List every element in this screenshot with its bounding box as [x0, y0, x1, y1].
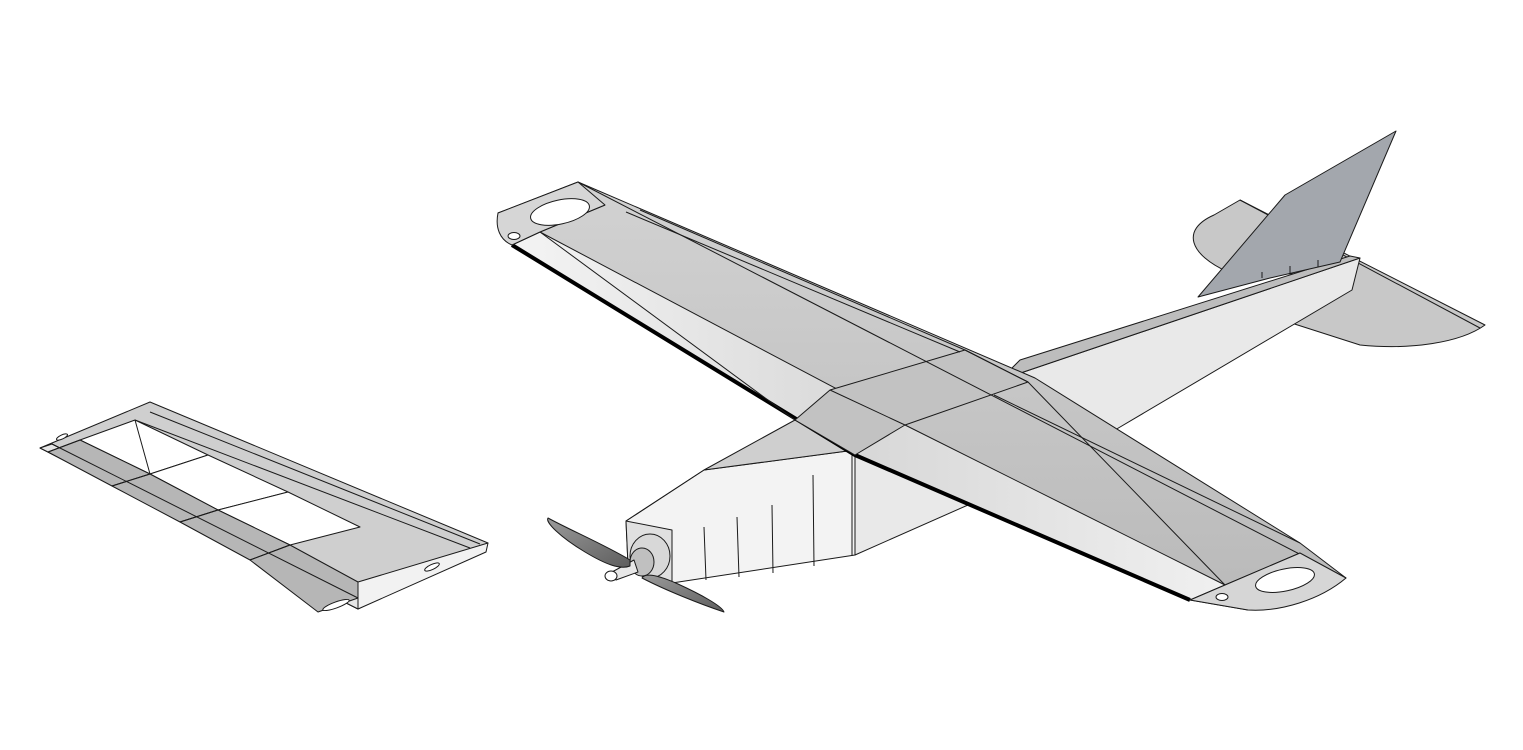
center-section-seam-2	[964, 349, 1029, 383]
prop-nut	[604, 570, 618, 582]
fuselage-boom-top	[999, 255, 1361, 381]
propeller-blade-upper	[547, 517, 631, 568]
nose-bulkhead-lines	[703, 455, 853, 581]
wingtip-pin-right	[1215, 593, 1229, 601]
wing-root-slot	[322, 598, 350, 612]
wing-spars	[51, 411, 481, 599]
fin-tabs	[1261, 260, 1319, 278]
wingtip-hole-left	[530, 198, 590, 226]
wing-structure-panel	[39, 401, 489, 613]
wingtip-hole-right	[1255, 567, 1315, 593]
wing-panel-root-face	[357, 542, 489, 610]
vertical-fin	[1197, 130, 1397, 298]
center-section-seam	[829, 389, 906, 426]
wing-tip-slot	[424, 562, 440, 572]
wingtip-pin-left	[507, 232, 521, 240]
wing-tip-slot-2	[55, 433, 69, 441]
propeller-blade-lower	[641, 574, 725, 613]
wing-ribs	[47, 419, 291, 561]
wingtip-left	[496, 181, 606, 246]
rc-airplane-model	[496, 130, 1486, 613]
wingtip-right	[1189, 552, 1347, 611]
